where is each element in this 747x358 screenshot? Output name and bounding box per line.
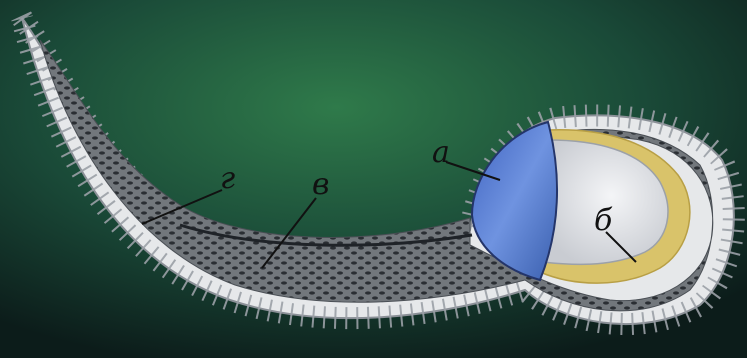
label-b: б <box>594 203 613 238</box>
label-a: а <box>432 135 450 170</box>
label-v: в <box>312 167 329 202</box>
label-g: г <box>220 161 235 196</box>
